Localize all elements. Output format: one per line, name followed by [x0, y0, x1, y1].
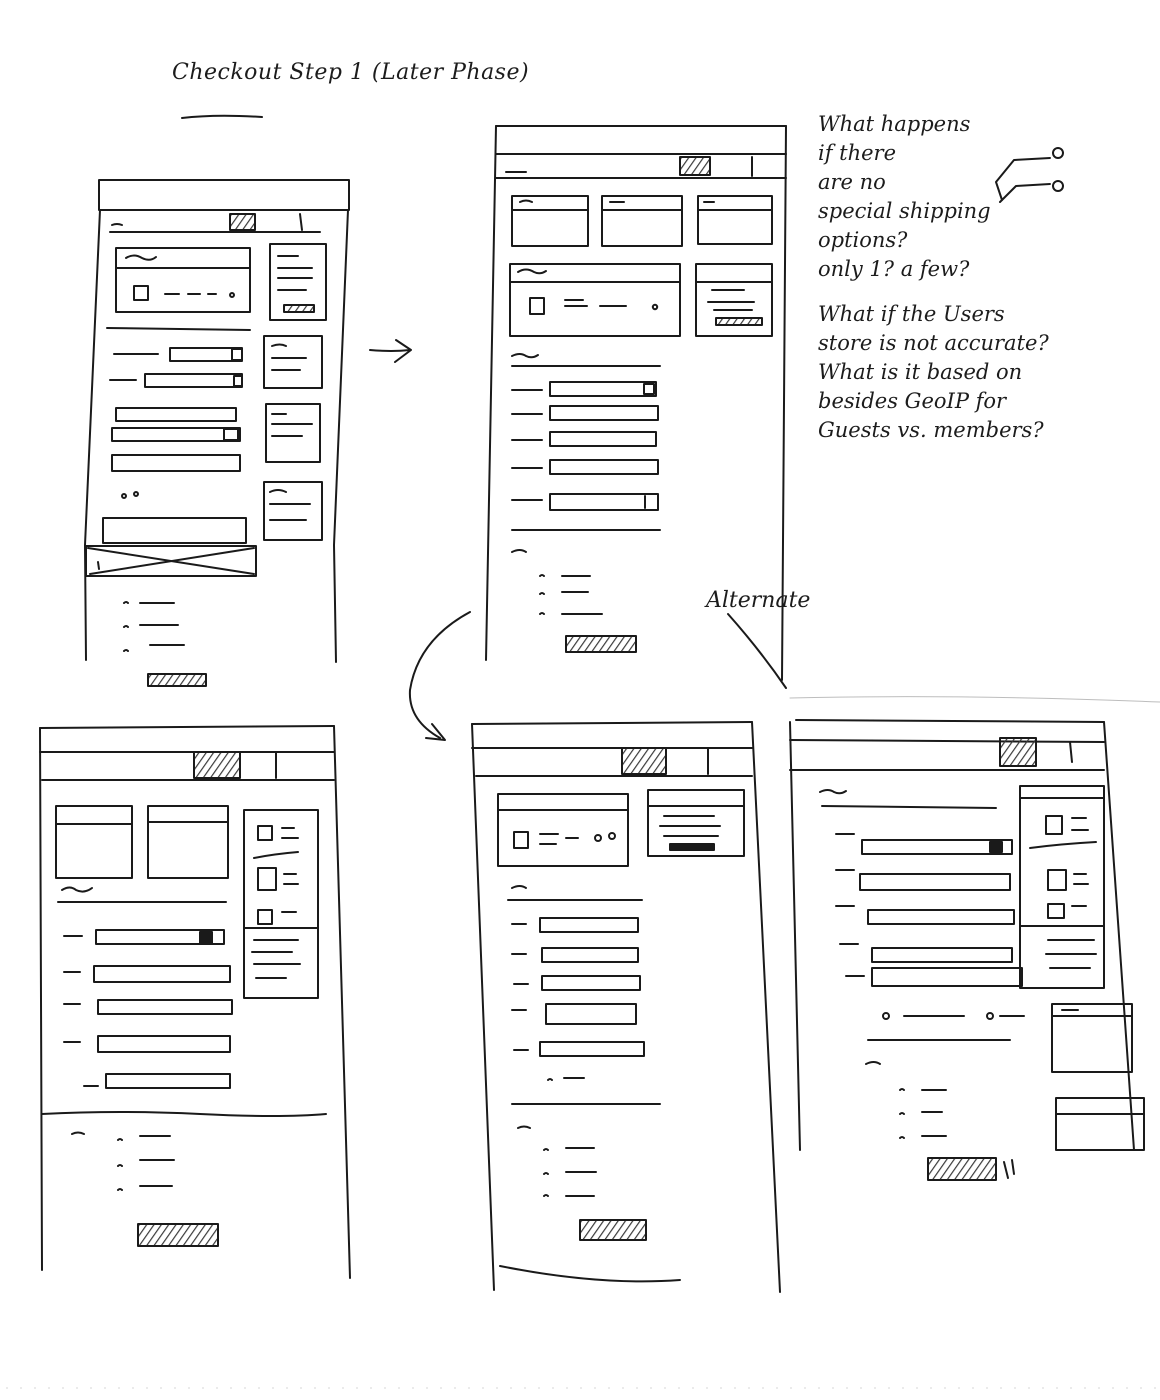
- wireframe-2: [485, 125, 787, 681]
- note-line: What is it based on: [818, 360, 1023, 384]
- toggle-doodle: [995, 147, 1064, 203]
- wireframe-4: [471, 721, 781, 1293]
- note-line: special shipping: [818, 199, 991, 223]
- wireframe-1: [84, 179, 350, 687]
- note-line: besides GeoIP for: [818, 389, 1007, 413]
- note-line: store is not accurate?: [818, 331, 1049, 355]
- note-line: options?: [818, 228, 908, 252]
- note-line: What happens: [818, 112, 971, 136]
- note-line: Guests vs. members?: [818, 418, 1044, 442]
- alternate-label: Alternate: [706, 588, 811, 613]
- note-line: are no: [818, 170, 886, 194]
- note-spacer: [818, 284, 1049, 300]
- arrow-to-wireframe-2: [369, 339, 412, 363]
- alternate-arrow-line: [727, 613, 787, 689]
- page-title: Checkout Step 1 (Later Phase): [172, 60, 530, 85]
- wireframe-5: [789, 719, 1145, 1181]
- curved-arrow-to-wireframe-4: [408, 611, 471, 741]
- wireframe-3: [39, 725, 351, 1279]
- title-underline: [181, 114, 263, 119]
- dot-grid-edge: [0, 1386, 1160, 1390]
- note-line: only 1? a few?: [818, 257, 970, 281]
- page-seam-line: [789, 696, 1160, 703]
- note-line: if there: [818, 141, 897, 165]
- note-line: What if the Users: [818, 302, 1005, 326]
- design-notes: What happens if there are no special shi…: [818, 110, 1049, 445]
